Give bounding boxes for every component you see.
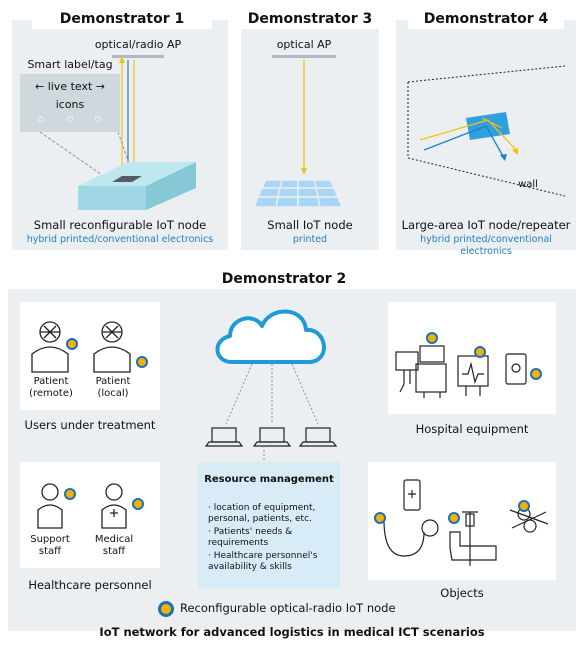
resource-item: · Patients' needs & requirements xyxy=(208,527,293,548)
demo1-live-text: ← live text → xyxy=(34,80,106,93)
demo4-wall-label: wall xyxy=(518,179,538,190)
demonstrator-3-title: Demonstrator 3 xyxy=(236,9,384,29)
personnel-caption: Healthcare personnel xyxy=(28,578,152,592)
demo1-tag-label: Smart label/tag xyxy=(27,58,113,71)
demonstrator-4-panel xyxy=(396,20,576,250)
demonstrator-2-title: Demonstrator 2 xyxy=(206,269,362,289)
demonstrator-4-title: Demonstrator 4 xyxy=(408,9,564,29)
node-icon xyxy=(132,498,144,510)
legend-node-icon xyxy=(158,601,174,617)
power-icon-teal: ⏻ xyxy=(94,115,102,124)
hospital-box xyxy=(388,302,556,414)
patient-remote-label: Patient (remote) xyxy=(29,376,73,399)
node-icon xyxy=(474,346,486,358)
node-icon xyxy=(448,512,460,524)
demo1-ap-label: optical/radio AP xyxy=(94,38,182,51)
node-icon xyxy=(64,488,76,500)
demonstrator-1-title: Demonstrator 1 xyxy=(32,9,212,29)
objects-caption: Objects xyxy=(440,586,484,600)
node-icon xyxy=(66,338,78,350)
tag-box xyxy=(20,74,120,132)
medical-staff-label: Medical staff xyxy=(94,534,134,557)
demo3-ap-label: optical AP xyxy=(276,38,332,51)
footer-caption: IoT network for advanced logistics in me… xyxy=(99,625,485,639)
demo4-sub: hybrid printed/conventional electronics xyxy=(420,234,552,257)
node-icon xyxy=(374,512,386,524)
support-staff-label: Support staff xyxy=(30,534,70,557)
power-icon-yellow: ⏻ xyxy=(66,115,74,124)
demonstrator-3-panel xyxy=(241,20,379,250)
objects-box xyxy=(368,462,556,580)
demo1-caption: Small reconfigurable IoT node xyxy=(33,218,207,232)
hospital-caption: Hospital equipment xyxy=(415,422,529,436)
legend-label: Reconfigurable optical-radio IoT node xyxy=(180,601,396,615)
resource-box xyxy=(198,462,340,588)
node-icon xyxy=(518,500,530,512)
power-icon-red: ⏻ xyxy=(37,115,45,124)
resource-item: · location of equipment, personal, patie… xyxy=(208,503,316,524)
demo1-sub: hybrid printed/conventional electronics xyxy=(26,234,214,245)
demo1-icons-label: icons xyxy=(55,98,85,111)
demo4-caption: Large-area IoT node/repeater xyxy=(401,218,571,232)
demo3-caption: Small IoT node xyxy=(267,218,353,232)
users-caption: Users under treatment xyxy=(24,418,156,432)
resource-item: · Healthcare personnel's availability & … xyxy=(208,551,318,572)
demonstrator-1-panel xyxy=(12,20,228,250)
node-icon xyxy=(136,356,148,368)
resource-title: Resource management xyxy=(204,474,334,485)
patient-local-label: Patient (local) xyxy=(95,376,131,399)
node-icon xyxy=(426,332,438,344)
demo3-sub: printed xyxy=(292,234,328,245)
node-icon xyxy=(530,368,542,380)
